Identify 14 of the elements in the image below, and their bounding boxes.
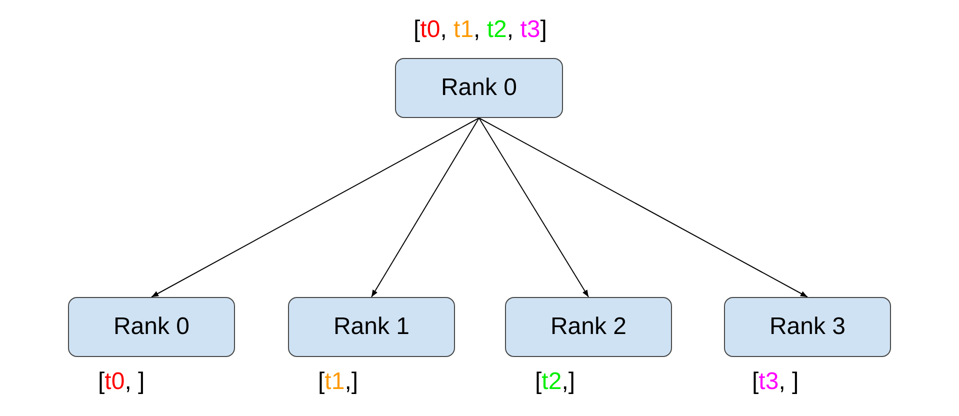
rank-box: Rank 3 [724, 297, 891, 357]
rank-box: Rank 0 [395, 58, 563, 118]
array-label: [t0, t1, t2, t3] [414, 16, 547, 44]
array-label: [t2,] [535, 368, 576, 396]
array-label: [t3, ] [752, 368, 799, 396]
arrow [371, 118, 480, 298]
arrow [478, 118, 808, 298]
arrow [151, 118, 480, 298]
array-label: [t0, ] [98, 368, 145, 396]
array-label: [t1,] [318, 368, 358, 396]
arrow [478, 118, 589, 298]
rank-box: Rank 0 [68, 297, 235, 357]
rank-box: Rank 1 [288, 297, 455, 357]
rank-box: Rank 2 [505, 297, 672, 357]
